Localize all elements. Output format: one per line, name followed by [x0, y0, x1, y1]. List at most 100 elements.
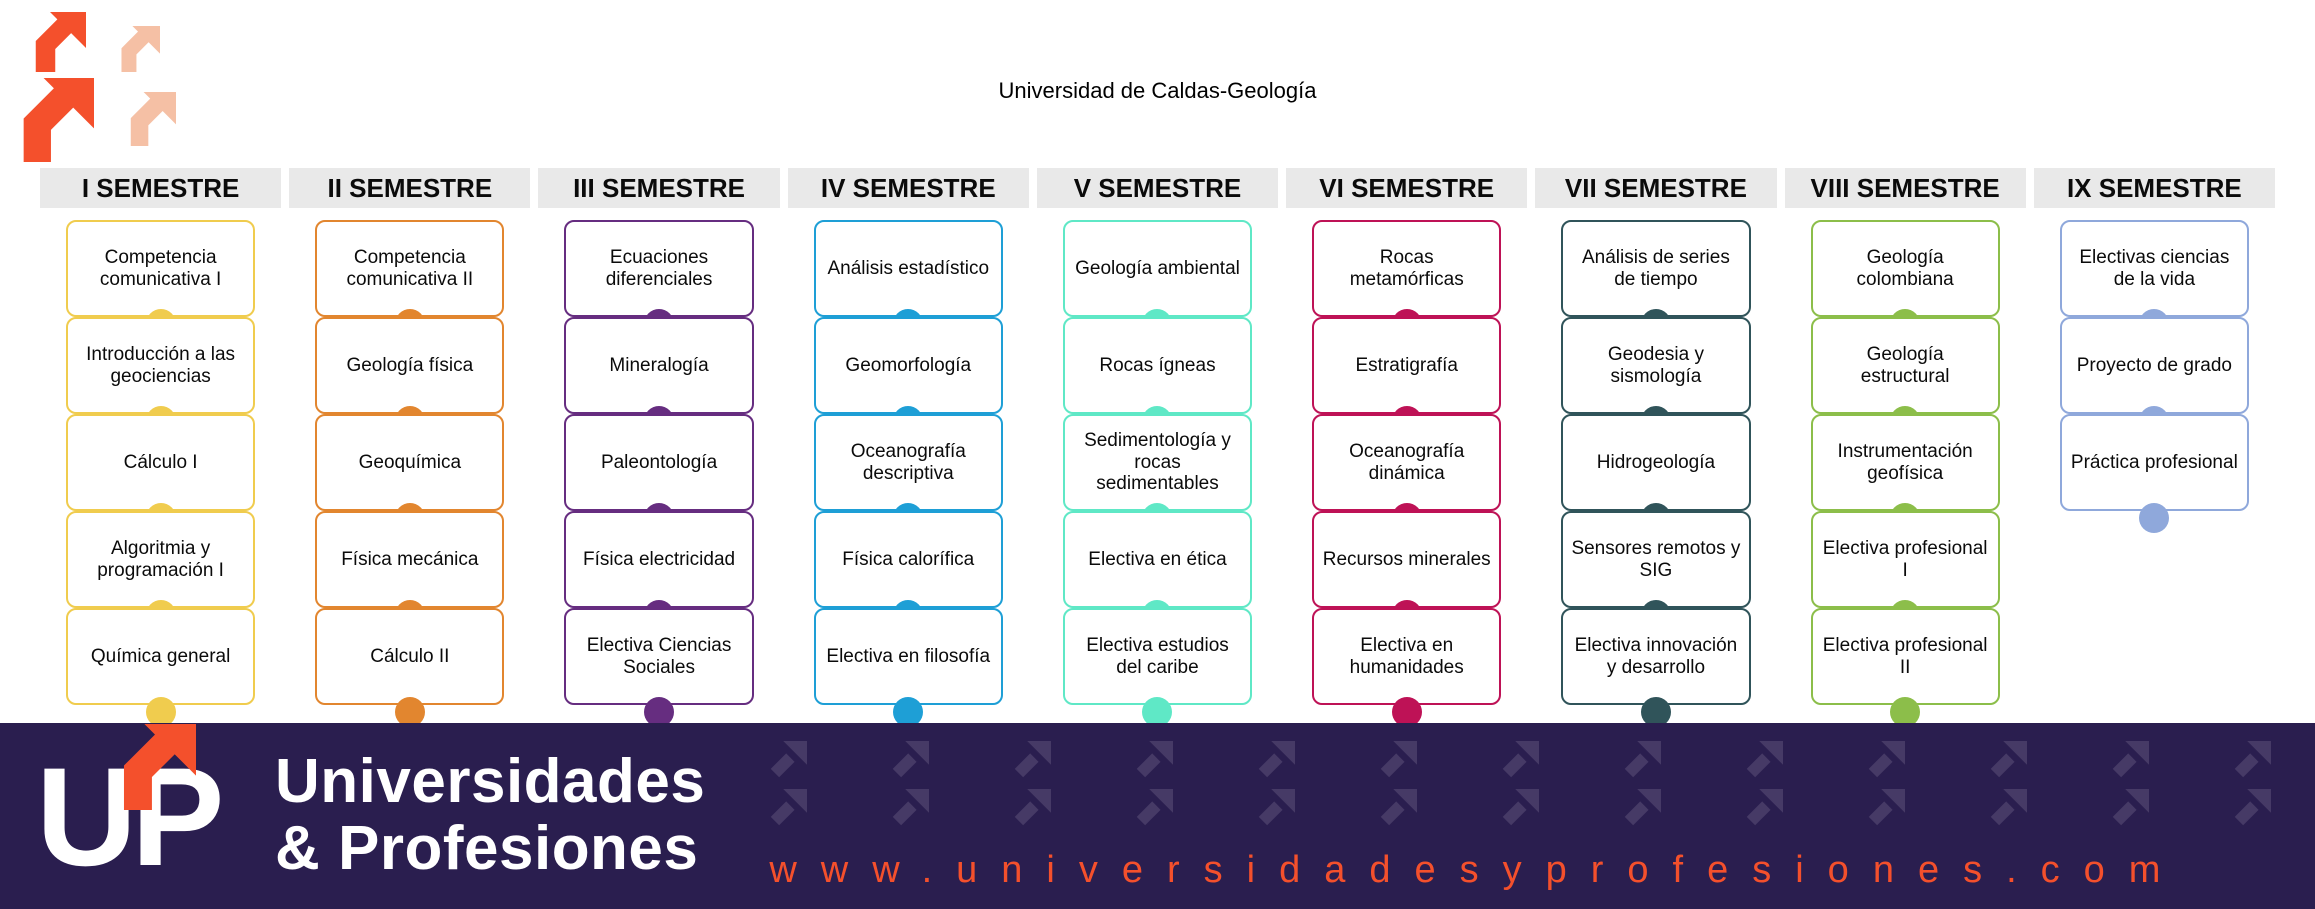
course-card: Competencia comunicativa I — [66, 220, 256, 339]
course-card: Análisis estadístico — [813, 220, 1003, 339]
course-name: Mineralogía — [609, 354, 709, 376]
course-dot — [1142, 697, 1173, 727]
course-card: Introducción a las geociencias — [66, 317, 256, 436]
ne-arrow-icon — [1135, 741, 1173, 779]
course-card: Recursos minerales — [1312, 511, 1502, 630]
course-name: Competencia comunicativa I — [99, 246, 222, 290]
semester-header-2: II SEMESTRE — [289, 168, 531, 208]
ne-arrow-icon — [1989, 741, 2027, 779]
course-card: Proyecto de grado — [2059, 317, 2249, 436]
course-dot — [394, 697, 425, 727]
course-name: Análisis estadístico — [827, 257, 990, 279]
ne-arrow-icon — [1745, 741, 1783, 779]
ne-arrow-icon — [891, 789, 929, 827]
course-slot: Ecuaciones diferenciales — [538, 220, 779, 339]
course-slot: Electiva en ética — [1037, 511, 1278, 630]
arrow-pattern-row — [769, 789, 2271, 827]
ne-arrow-icon — [1379, 741, 1417, 779]
course-card: Práctica profesional — [2059, 414, 2249, 533]
course-slot: Algoritmia y programación I — [40, 511, 281, 630]
ne-arrow-icon — [1013, 789, 1051, 827]
course-card: Sensores remotos y SIG — [1561, 511, 1751, 630]
course-slot: Sedimentología y rocas sedimentables — [1037, 414, 1278, 533]
course-name: Geodesia y sismología — [1607, 343, 1704, 387]
course-slot: Electiva Ciencias Sociales — [538, 608, 779, 727]
course-card: Algoritmia y programación I — [66, 511, 256, 630]
course-name: Cálculo I — [123, 451, 198, 473]
course-name: Física mecánica — [341, 548, 479, 570]
course-card: Geología ambiental — [1062, 220, 1253, 339]
course-card: Sedimentología y rocas sedimentables — [1062, 414, 1253, 533]
course-card: Mineralogía — [564, 317, 754, 436]
course-dot — [644, 697, 675, 727]
footer-logo-letter-u: U — [36, 737, 137, 895]
semester-header-4: IV SEMESTRE — [787, 168, 1029, 208]
course-name: Geología ambiental — [1075, 257, 1240, 279]
course-dot — [1391, 697, 1422, 727]
ne-arrow-icon — [2233, 789, 2271, 827]
course-slot: Análisis estadístico — [788, 220, 1029, 339]
course-name: Electiva innovación y desarrollo — [1574, 634, 1738, 678]
course-name: Recursos minerales — [1322, 548, 1491, 570]
course-name: Sedimentología y rocas sedimentables — [1084, 429, 1231, 495]
course-card: Geología estructural — [1810, 317, 2000, 436]
course-slot: Paleontología — [538, 414, 779, 533]
course-card: Oceanografía dinámica — [1312, 414, 1502, 533]
course-name: Hidrogeología — [1596, 451, 1716, 473]
course-name: Estratigrafía — [1355, 354, 1458, 376]
ne-arrow-icon — [1257, 789, 1295, 827]
course-name: Geomorfología — [845, 354, 972, 376]
brand-line-2: & Profesiones — [275, 814, 699, 883]
course-card: Ecuaciones diferenciales — [564, 220, 754, 339]
footer-right: www.universidadesyprofesiones.com — [769, 741, 2271, 892]
semester-header-3: III SEMESTRE — [538, 168, 780, 208]
course-card: Electiva en humanidades — [1312, 608, 1502, 727]
course-slot: Oceanografía descriptiva — [788, 414, 1029, 533]
course-slot: Electiva innovación y desarrollo — [1535, 608, 1776, 727]
course-card: Hidrogeología — [1561, 414, 1751, 533]
course-slot: Física electricidad — [538, 511, 779, 630]
course-name: Electiva en filosofía — [826, 645, 991, 667]
course-name: Geología física — [346, 354, 474, 376]
course-card: Geología física — [315, 317, 505, 436]
course-name: Electiva Ciencias Sociales — [586, 634, 732, 678]
course-dot — [145, 697, 176, 727]
course-slot: Rocas metamórficas — [1286, 220, 1527, 339]
footer-logo-arrow-icon — [110, 724, 196, 810]
course-slot: Electiva estudios del caribe — [1037, 608, 1278, 727]
course-name: Sensores remotos y SIG — [1571, 537, 1741, 581]
course-slot: Hidrogeología — [1535, 414, 1776, 533]
course-name: Geología estructural — [1860, 343, 1950, 387]
course-card: Geoquímica — [315, 414, 505, 533]
course-slot: Estratigrafía — [1286, 317, 1527, 436]
course-slot: Práctica profesional — [2034, 414, 2275, 533]
ne-arrow-icon — [891, 741, 929, 779]
course-slot: Electiva profesional II — [1785, 608, 2026, 727]
course-card: Electivas ciencias de la vida — [2059, 220, 2249, 339]
course-slot: Geomorfología — [788, 317, 1029, 436]
course-slot: Geología física — [289, 317, 530, 436]
course-name: Electiva estudios del caribe — [1086, 634, 1229, 678]
ne-arrow-icon — [1257, 741, 1295, 779]
curriculum-grid: I SEMESTRE Competencia comunicativa I Intr… — [40, 168, 2275, 727]
course-card: Rocas ígneas — [1062, 317, 1253, 436]
course-card: Física electricidad — [564, 511, 754, 630]
course-card: Geología colombiana — [1810, 220, 2000, 339]
ne-arrow-icon — [1867, 789, 1905, 827]
course-card: Electiva estudios del caribe — [1062, 608, 1253, 727]
course-name: Paleontología — [600, 451, 718, 473]
course-slot: Física mecánica — [289, 511, 530, 630]
course-slot: Electiva profesional I — [1785, 511, 2026, 630]
course-slot: Química general — [40, 608, 281, 727]
course-name: Proyecto de grado — [2076, 354, 2232, 376]
ne-arrow-icon — [2111, 741, 2149, 779]
semester-header-1: I SEMESTRE — [40, 168, 282, 208]
website-url: www.universidadesyprofesiones.com — [769, 848, 2185, 891]
course-slot: Geología colombiana — [1785, 220, 2026, 339]
course-slot: Competencia comunicativa I — [40, 220, 281, 339]
brand-line-1: Universidades — [275, 747, 706, 817]
